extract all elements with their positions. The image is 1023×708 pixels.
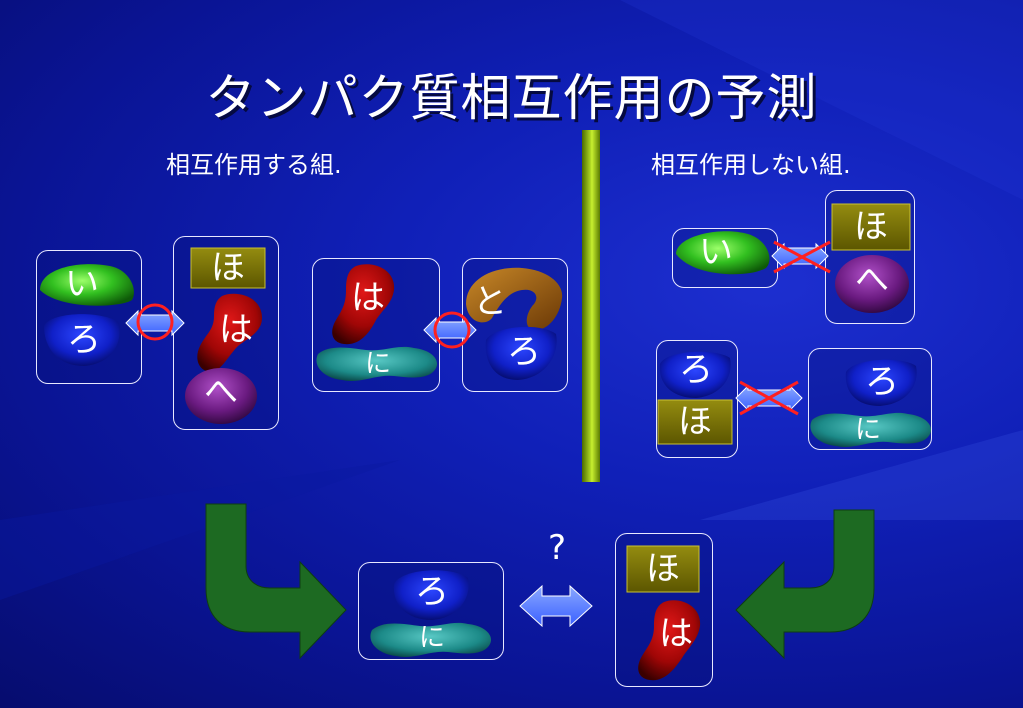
tag-ho-olive-4: ほ xyxy=(626,545,700,593)
interacts-circle-mark xyxy=(136,303,174,341)
interaction-arrow-2 xyxy=(423,311,477,349)
label-ro: ろ xyxy=(679,350,713,390)
label-i: い xyxy=(699,232,733,272)
interacting-pairs-heading: 相互作用する組. xyxy=(166,151,342,179)
label-ro: ろ xyxy=(67,320,101,360)
tag-ho-olive-3: ほ xyxy=(657,399,733,445)
protein-ro-blue-5: ろ xyxy=(393,570,469,620)
label-ro: ろ xyxy=(507,332,541,372)
protein-he-purple-2: へ xyxy=(835,255,909,313)
label-ni: に xyxy=(855,415,881,445)
curved-arrow-left xyxy=(205,503,347,660)
unknown-interaction-arrow xyxy=(519,584,593,628)
label-ni: に xyxy=(365,349,391,379)
protein-to-brown: と xyxy=(466,267,563,330)
protein-ni-teal: に xyxy=(316,346,438,381)
label-ho: ほ xyxy=(211,248,245,288)
no-interaction-arrow-1 xyxy=(771,240,831,274)
label-he: へ xyxy=(855,260,889,300)
protein-he-purple: へ xyxy=(185,368,257,424)
label-to: と xyxy=(473,282,507,322)
label-he: へ xyxy=(204,372,238,412)
section-divider xyxy=(582,130,600,482)
protein-ha-red-2: は xyxy=(332,264,395,345)
label-i: い xyxy=(65,264,99,304)
label-ha: は xyxy=(659,614,693,654)
interacts-circle-mark xyxy=(433,311,471,349)
protein-ro-blue: ろ xyxy=(44,314,120,366)
protein-ha-red: は xyxy=(197,293,262,372)
interaction-arrow-1 xyxy=(125,303,185,341)
label-ni: に xyxy=(419,623,445,653)
tag-ho-olive: ほ xyxy=(190,247,266,289)
page-title: タンパク質相互作用の予測 xyxy=(205,69,818,127)
protein-ro-blue-2: ろ xyxy=(485,326,557,380)
label-ho: ほ xyxy=(854,207,888,247)
protein-i-green-2: い xyxy=(676,231,770,275)
protein-ni-teal-3: に xyxy=(370,622,492,657)
label-ha: は xyxy=(219,310,253,350)
non-interacting-pairs-heading: 相互作用しない組. xyxy=(651,151,851,179)
protein-ro-blue-4: ろ xyxy=(845,359,917,406)
label-ho: ほ xyxy=(646,549,680,589)
label-ro: ろ xyxy=(865,362,899,402)
curved-arrow-right xyxy=(735,509,875,660)
protein-i-green: い xyxy=(40,264,134,306)
cross-mark-line xyxy=(773,240,831,274)
cross-mark-line xyxy=(739,380,799,416)
protein-ni-teal-2: に xyxy=(810,412,932,447)
question-mark: ? xyxy=(548,528,567,568)
label-ha: は xyxy=(351,278,385,318)
protein-ha-red-3: は xyxy=(638,600,701,681)
label-ho: ほ xyxy=(678,402,712,442)
protein-ro-blue-3: ろ xyxy=(659,350,731,398)
no-interaction-arrow-2 xyxy=(735,380,803,416)
tag-ho-olive-2: ほ xyxy=(831,203,911,251)
label-ro: ろ xyxy=(415,572,449,612)
